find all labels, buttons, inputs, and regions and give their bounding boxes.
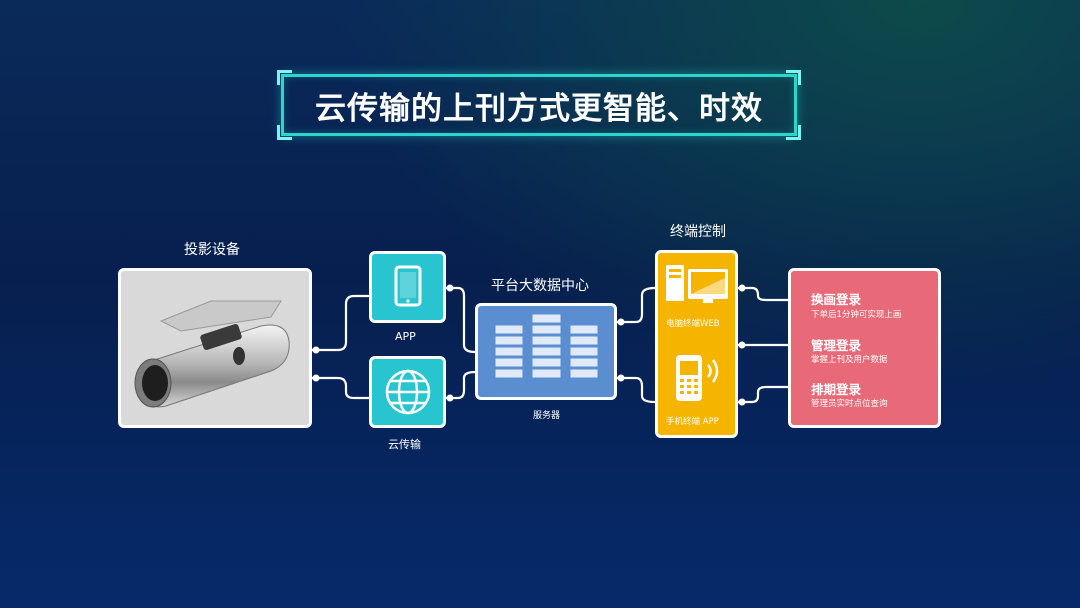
login-desc: 管理员实时点位查询: [811, 399, 888, 409]
title-frame: 云传输的上刊方式更智能、时效: [277, 70, 801, 140]
login-panel: 换画登录 下单后1分钟可实现上画 管理登录 掌握上刊及用户数据 排期登录 管理员…: [788, 268, 941, 428]
app-node: [369, 251, 446, 323]
desktop-computer-icon: [666, 265, 728, 303]
page-title: 云传输的上刊方式更智能、时效: [315, 90, 763, 127]
terminal-label: 终端控制: [670, 224, 726, 240]
server-label: 服务器: [533, 411, 561, 421]
login-desc: 下单后1分钟可实现上画: [811, 310, 902, 320]
frame-corner: [277, 125, 292, 140]
platform-label: 平台大数据中心: [491, 278, 589, 294]
cloud-label: 云传输: [388, 438, 421, 451]
projector-image: [118, 268, 312, 428]
login-desc: 掌握上刊及用户数据: [811, 355, 888, 365]
login-title: 换画登录: [811, 292, 862, 307]
server-rack-icon: [494, 313, 599, 379]
terminal-node: [655, 250, 738, 438]
terminal-app-label: 手机终端 APP: [666, 417, 719, 427]
app-label: APP: [395, 330, 416, 343]
device-label: 投影设备: [184, 242, 240, 258]
devices-illustration: [666, 265, 728, 401]
server-node: [475, 303, 617, 400]
login-title: 管理登录: [811, 338, 862, 353]
cloud-node: [369, 356, 446, 428]
frame-corner: [786, 70, 801, 85]
terminal-web-label: 电脑终端WEB: [666, 319, 720, 329]
mobile-phone-icon: [676, 355, 719, 401]
frame-corner: [786, 125, 801, 140]
frame-corner: [277, 70, 292, 85]
tablet-icon: [394, 265, 422, 307]
login-title: 排期登录: [811, 382, 862, 397]
globe-icon: [385, 369, 431, 415]
